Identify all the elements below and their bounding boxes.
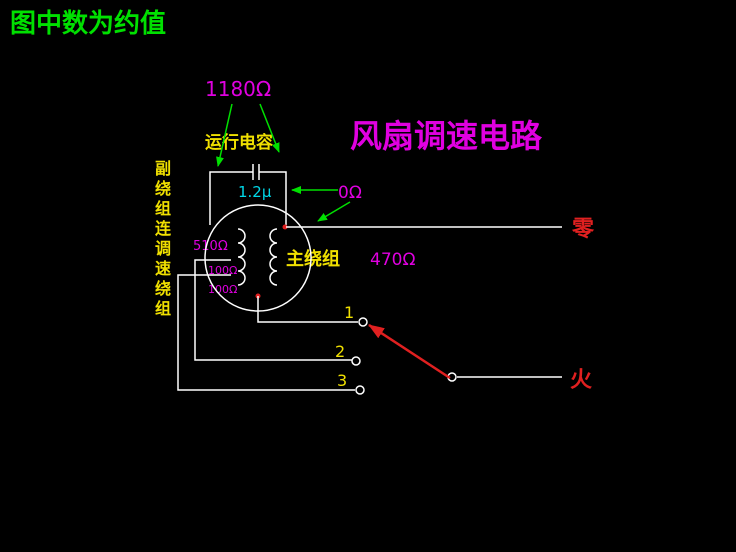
page-title: 图中数为约值 [10, 8, 166, 39]
aux-resistance-100b-label: 100Ω [208, 283, 237, 296]
speed-tap-1-label: 1 [344, 303, 354, 322]
zero-resistance-label: 0Ω [338, 183, 362, 203]
live-label: 火 [570, 368, 592, 393]
aux-winding-coil [237, 228, 246, 286]
main-winding-coil [269, 228, 278, 286]
aux-resistance-100a-label: 100Ω [208, 264, 237, 277]
main-resistance-label: 470Ω [370, 250, 415, 270]
main-winding-label: 主绕组 [286, 248, 340, 270]
top-resistance-label: 1180Ω [205, 77, 271, 101]
arrow-neutral-junction [317, 201, 351, 222]
diagram-title: 风扇调速电路 [350, 117, 543, 155]
speed-tap-3-label: 3 [337, 371, 347, 390]
tap-1-wire [257, 296, 358, 323]
switch-terminal-1[interactable] [358, 317, 368, 327]
arrow-top-resistance-left [216, 103, 233, 167]
aux-winding-label: 副绕组连调速绕组 [152, 160, 171, 320]
main-winding-terminal [282, 224, 288, 230]
switch-terminal-2[interactable] [351, 356, 361, 366]
tap-2-wire [194, 259, 352, 361]
neutral-label: 零 [571, 217, 595, 242]
switch-terminal-3[interactable] [355, 385, 365, 395]
speed-tap-2-label: 2 [335, 342, 345, 361]
tap-3-wire [177, 274, 355, 391]
arrow-top-resistance-right [259, 103, 280, 153]
aux-resistance-510-label: 510Ω [193, 239, 228, 254]
wiring [177, 226, 562, 391]
speed-selector-arrow [368, 323, 451, 380]
run-capacitor [209, 164, 287, 226]
capacitor-value-label: 1.2μ [238, 183, 272, 201]
capacitor-name-label: 运行电容 [205, 132, 273, 153]
